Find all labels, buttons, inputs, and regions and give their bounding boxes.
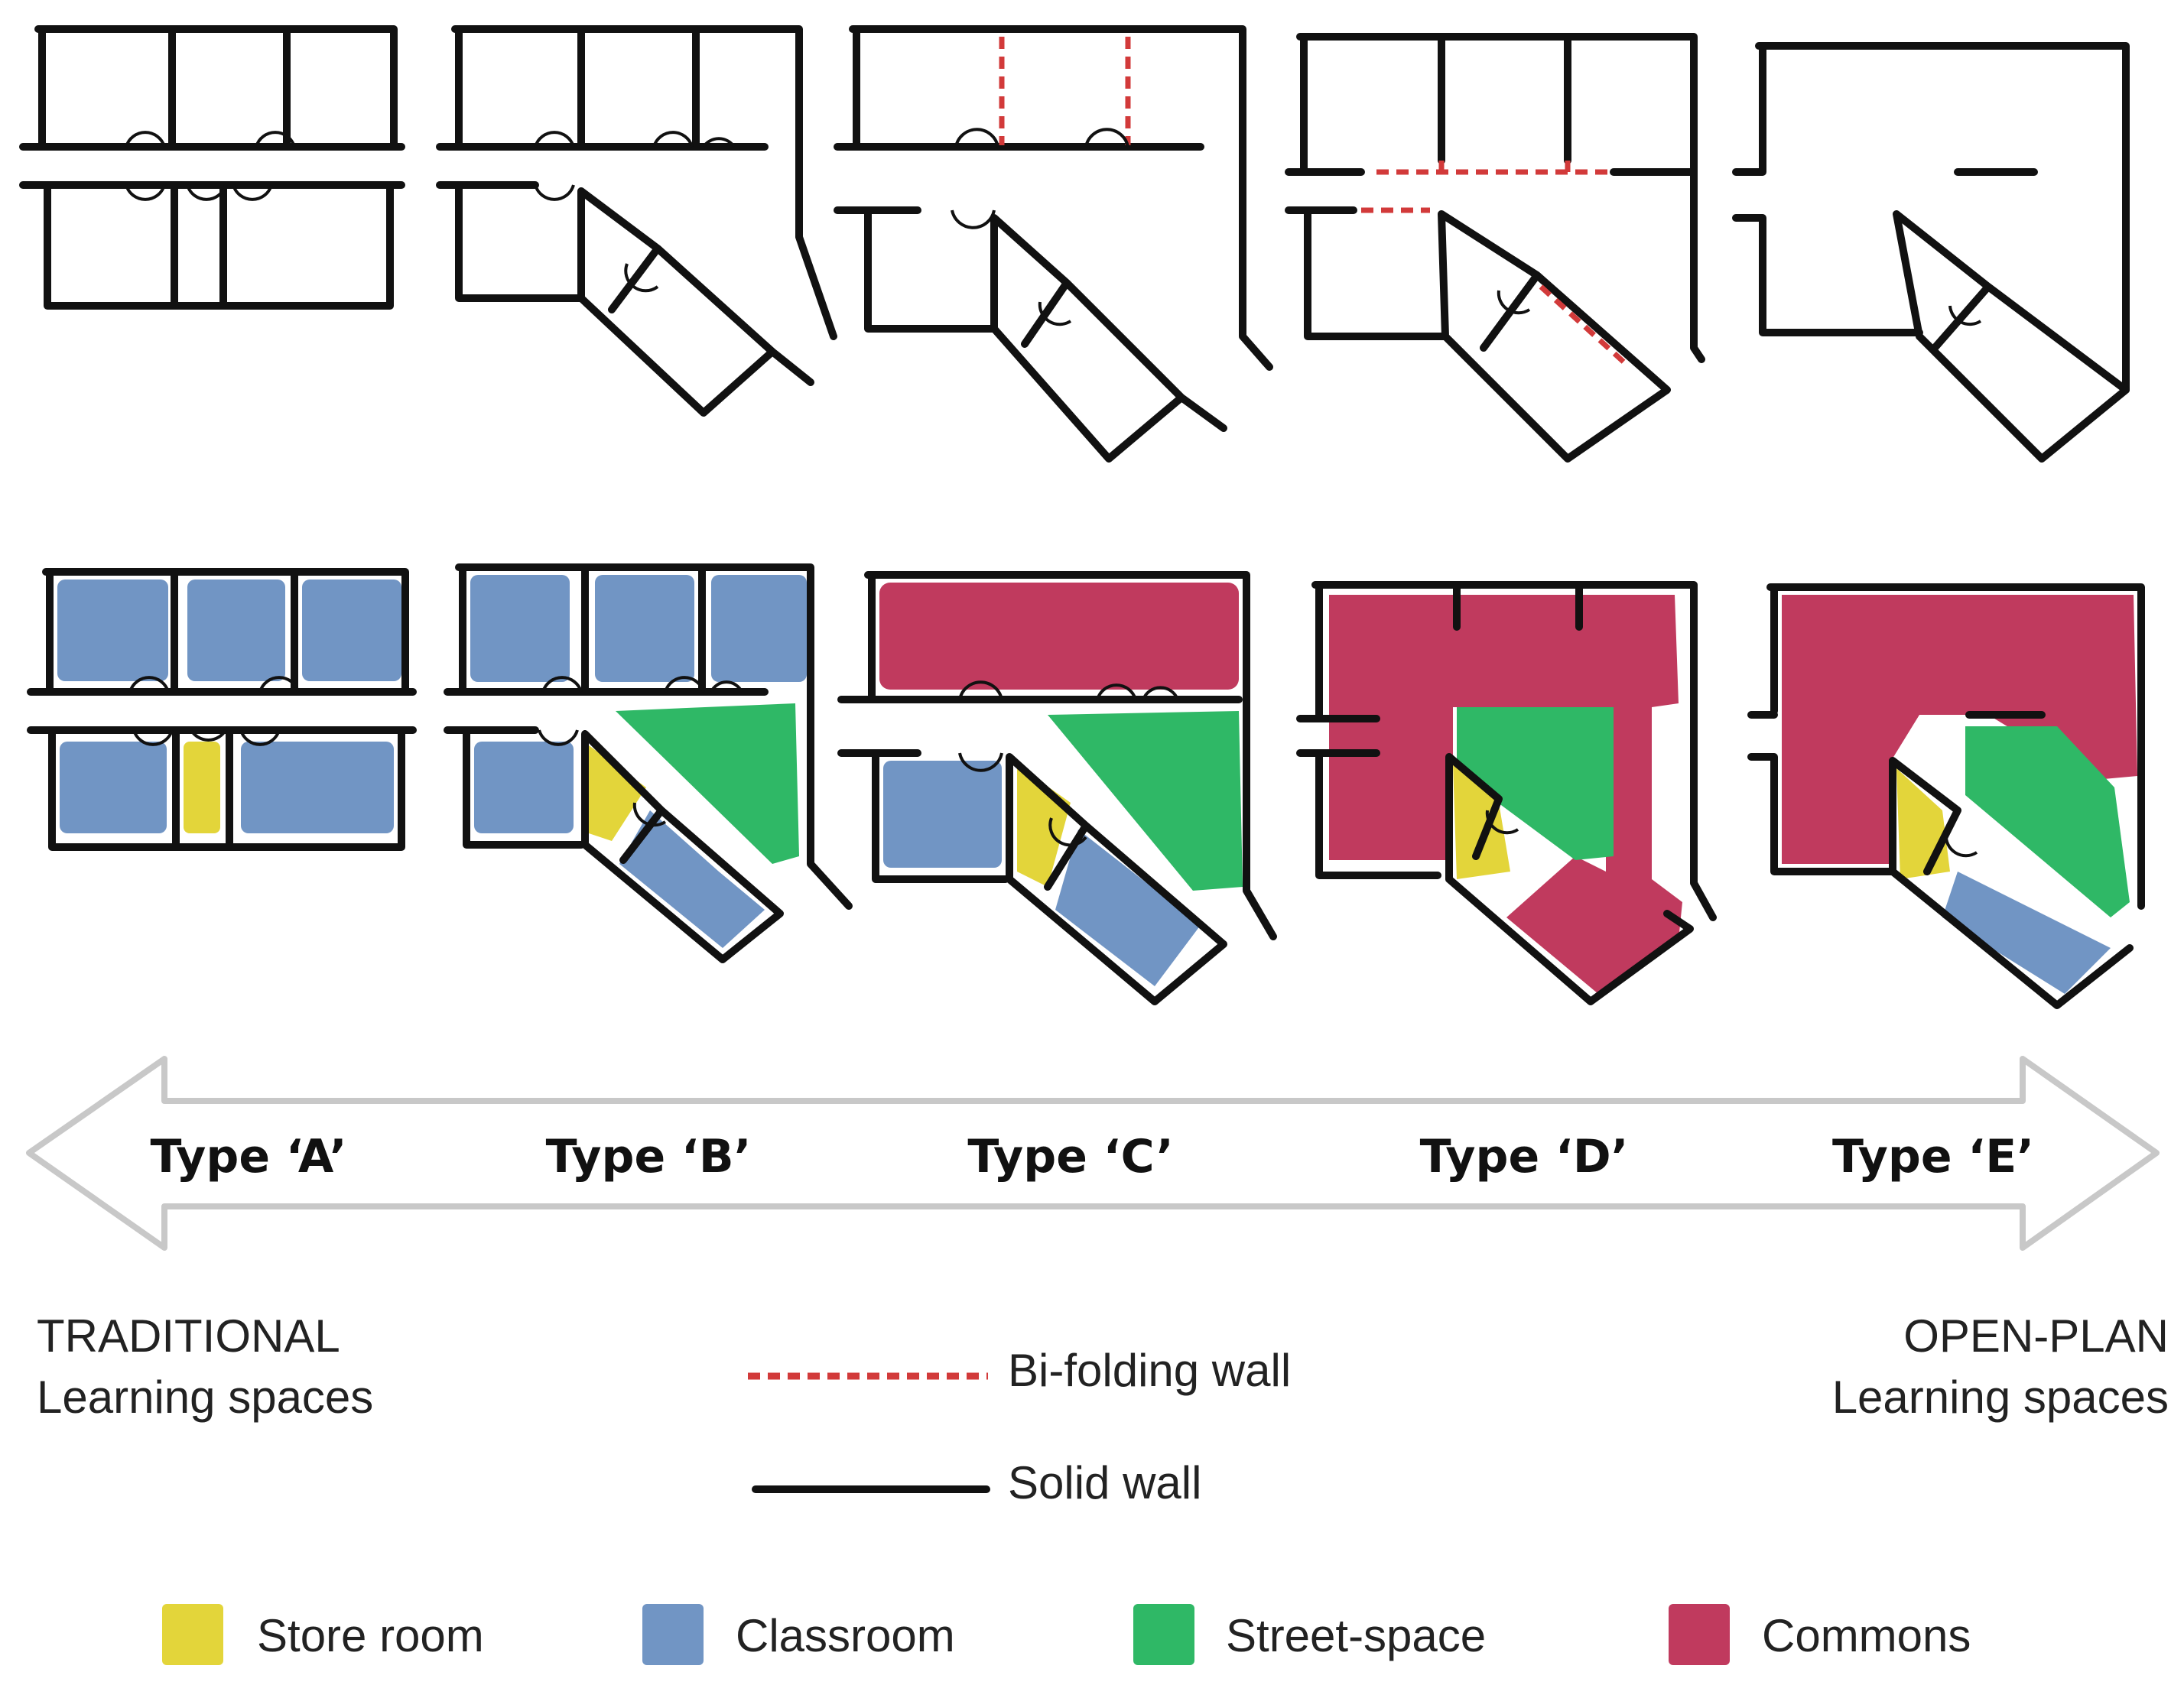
plan-colored-type-c bbox=[837, 571, 1277, 1005]
classroom-zone bbox=[474, 742, 574, 833]
classroom-zone bbox=[241, 742, 394, 833]
type-e-label: Type ‘E’ bbox=[1832, 1130, 2034, 1183]
type-a-label: Type ‘A’ bbox=[150, 1130, 346, 1183]
open-plan-label: OPEN-PLAN Learning spaces bbox=[1832, 1306, 2169, 1428]
bifolding-wall-legend-label: Bi-folding wall bbox=[1008, 1345, 1292, 1396]
classroom-zone bbox=[302, 580, 401, 681]
plan-outline-type-a bbox=[19, 25, 405, 310]
plan-colored-type-a bbox=[27, 568, 417, 851]
classroom-legend-label: Classroom bbox=[736, 1610, 955, 1661]
commons-legend-label: Commons bbox=[1762, 1610, 1971, 1661]
classroom-swatch bbox=[642, 1604, 704, 1665]
classroom-zone bbox=[595, 575, 694, 682]
commons-swatch bbox=[1669, 1604, 1730, 1665]
store-room-swatch bbox=[162, 1604, 223, 1665]
plan-colored-type-b bbox=[444, 563, 853, 963]
commons-zone bbox=[1782, 595, 2137, 864]
traditional-subtitle: Learning spaces bbox=[37, 1372, 374, 1423]
plan-outline-type-e bbox=[1732, 42, 2130, 463]
open-plan-subtitle: Learning spaces bbox=[1831, 1372, 2169, 1423]
store-room-legend-label: Store room bbox=[257, 1610, 484, 1661]
traditional-title: TRADITIONAL bbox=[37, 1310, 340, 1362]
classroom-zone bbox=[1942, 872, 2111, 994]
street-space-swatch bbox=[1133, 1604, 1194, 1665]
open-plan-title: OPEN-PLAN bbox=[1903, 1310, 2169, 1362]
plan-outline-type-d bbox=[1285, 33, 1705, 463]
solid-wall-legend-label: Solid wall bbox=[1008, 1457, 1202, 1508]
classroom-zone bbox=[711, 575, 807, 682]
street-space-legend-label: Street-space bbox=[1226, 1610, 1487, 1661]
classroom-zone bbox=[619, 810, 765, 948]
plan-outline-type-c bbox=[834, 25, 1273, 463]
traditional-label: TRADITIONAL Learning spaces bbox=[37, 1306, 373, 1428]
commons-zone bbox=[1329, 595, 1682, 994]
store-room-zone bbox=[589, 745, 646, 841]
store-room-zone bbox=[1453, 765, 1510, 879]
street-space-zone bbox=[1965, 726, 2130, 917]
store-room-zone bbox=[184, 742, 220, 833]
plan-outline-type-b bbox=[436, 25, 837, 417]
classroom-zone bbox=[883, 761, 1002, 868]
classroom-zone bbox=[1055, 830, 1201, 986]
classroom-zone bbox=[60, 742, 167, 833]
type-d-label: Type ‘D’ bbox=[1420, 1130, 1629, 1183]
street-space-zone bbox=[1048, 711, 1243, 891]
spectrum-arrow bbox=[26, 1056, 2160, 1251]
plan-colored-type-d bbox=[1296, 581, 1717, 1005]
street-space-zone bbox=[616, 703, 799, 864]
commons-zone bbox=[879, 583, 1239, 690]
classroom-zone bbox=[470, 575, 570, 682]
street-space-zone bbox=[1457, 707, 1614, 860]
classroom-zone bbox=[57, 580, 168, 681]
classroom-zone bbox=[187, 580, 285, 681]
type-b-label: Type ‘B’ bbox=[546, 1130, 752, 1183]
type-c-label: Type ‘C’ bbox=[967, 1130, 1173, 1183]
plan-colored-type-e bbox=[1747, 583, 2145, 1009]
